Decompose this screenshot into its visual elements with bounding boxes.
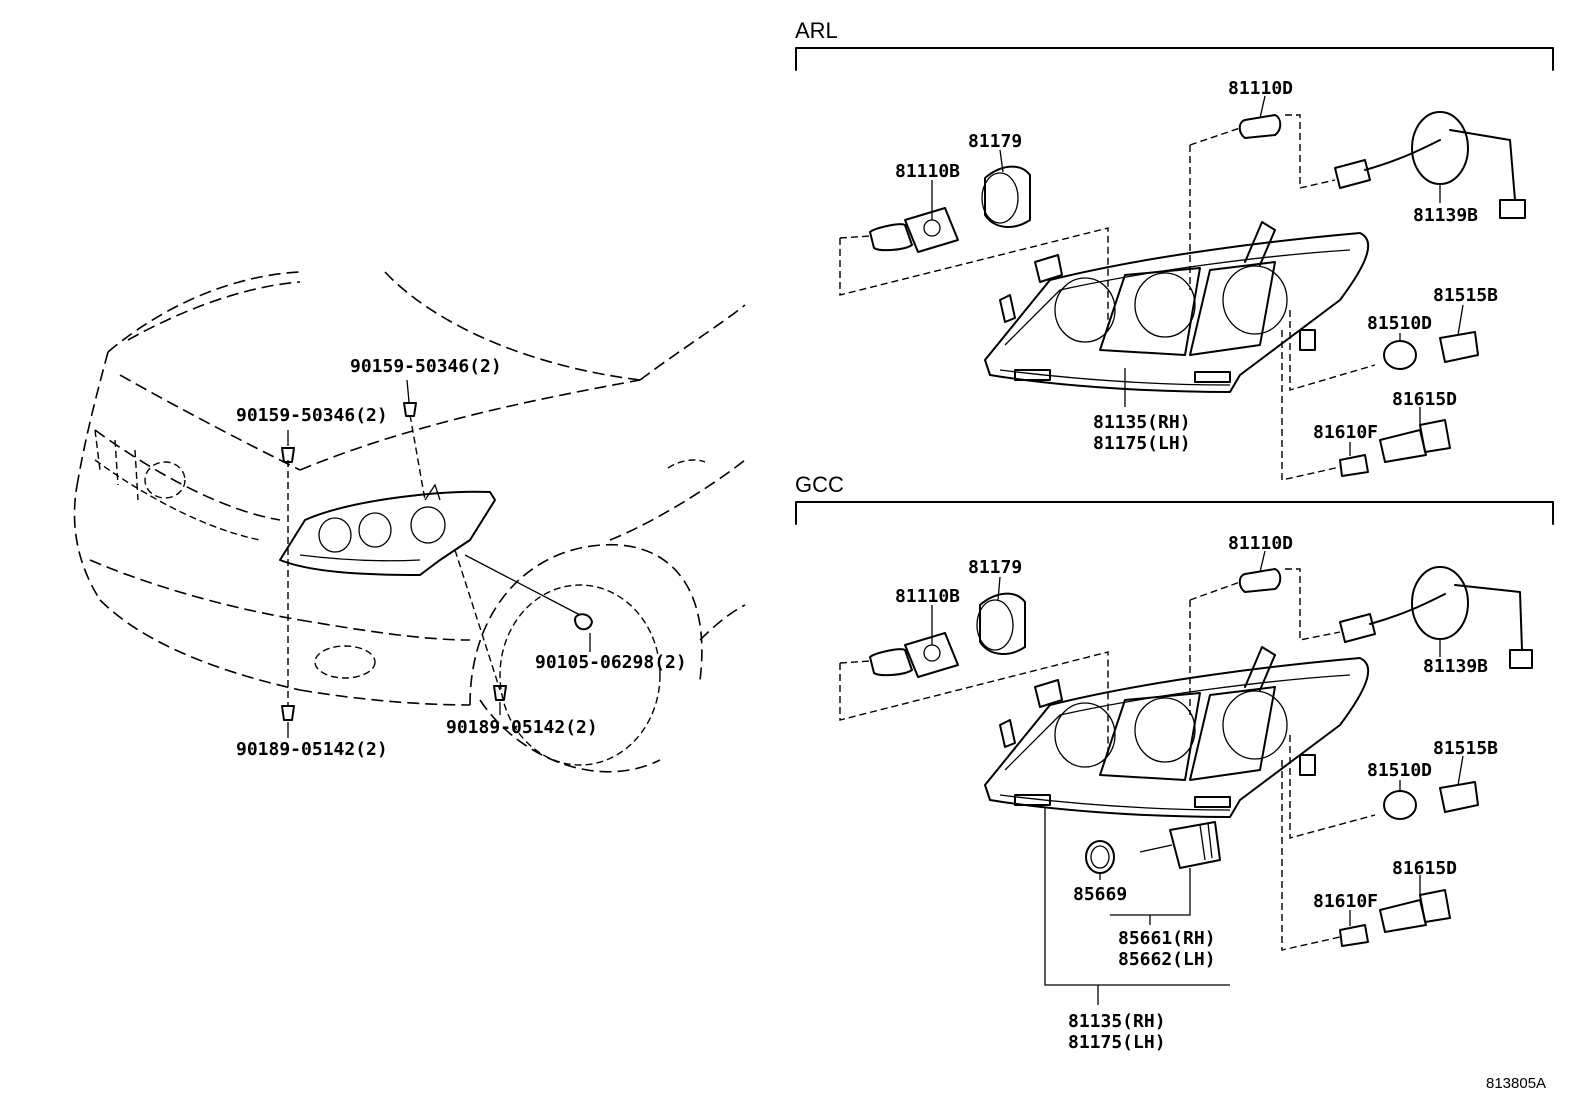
gcc-label-85669: 85669 xyxy=(1073,884,1127,905)
gcc-label-81610f: 81610F xyxy=(1313,891,1378,912)
arl-bracket xyxy=(795,47,1554,71)
gcc-label-81510d: 81510D xyxy=(1367,760,1432,781)
gcc-label-81110d: 81110D xyxy=(1228,533,1293,554)
gcc-label-81515b: 81515B xyxy=(1433,738,1498,759)
arl-label-81515b: 81515B xyxy=(1433,285,1498,306)
section-label-arl: ARL xyxy=(795,18,838,43)
gcc-label-81110b: 81110B xyxy=(895,586,960,607)
gcc-label-81175: 81175(LH) xyxy=(1068,1032,1166,1053)
label-90189-05142-left: 90189-05142(2) xyxy=(236,739,388,760)
arl-label-81135: 81135(RH) xyxy=(1093,412,1191,433)
gcc-label-85661: 85661(RH) xyxy=(1118,928,1216,949)
label-90105-06298: 90105-06298(2) xyxy=(535,652,687,673)
label-90159-50346-top: 90159-50346(2) xyxy=(350,356,502,377)
gcc-label-81139b: 81139B xyxy=(1423,656,1488,677)
gcc-label-85662: 85662(LH) xyxy=(1118,949,1216,970)
gcc-bracket xyxy=(795,501,1554,525)
arl-label-81610f: 81610F xyxy=(1313,422,1378,443)
gcc-label-81179: 81179 xyxy=(968,557,1022,578)
label-90189-05142-right: 90189-05142(2) xyxy=(446,717,598,738)
gcc-label-81615d: 81615D xyxy=(1392,858,1457,879)
arl-label-81179: 81179 xyxy=(968,131,1022,152)
arl-label-81510d: 81510D xyxy=(1367,313,1432,334)
arl-label-81110b: 81110B xyxy=(895,161,960,182)
section-label-gcc: GCC xyxy=(795,472,844,497)
arl-label-81139b: 81139B xyxy=(1413,205,1478,226)
arl-label-81110d: 81110D xyxy=(1228,78,1293,99)
car-front-illustration xyxy=(73,271,746,773)
arl-label-81615d: 81615D xyxy=(1392,389,1457,410)
gcc-label-81135: 81135(RH) xyxy=(1068,1011,1166,1032)
figure-code: 813805A xyxy=(1486,1075,1546,1092)
gcc-components xyxy=(839,550,1533,1005)
arl-components xyxy=(839,95,1526,481)
label-90159-50346-left: 90159-50346(2) xyxy=(236,405,388,426)
arl-label-81175: 81175(LH) xyxy=(1093,433,1191,454)
